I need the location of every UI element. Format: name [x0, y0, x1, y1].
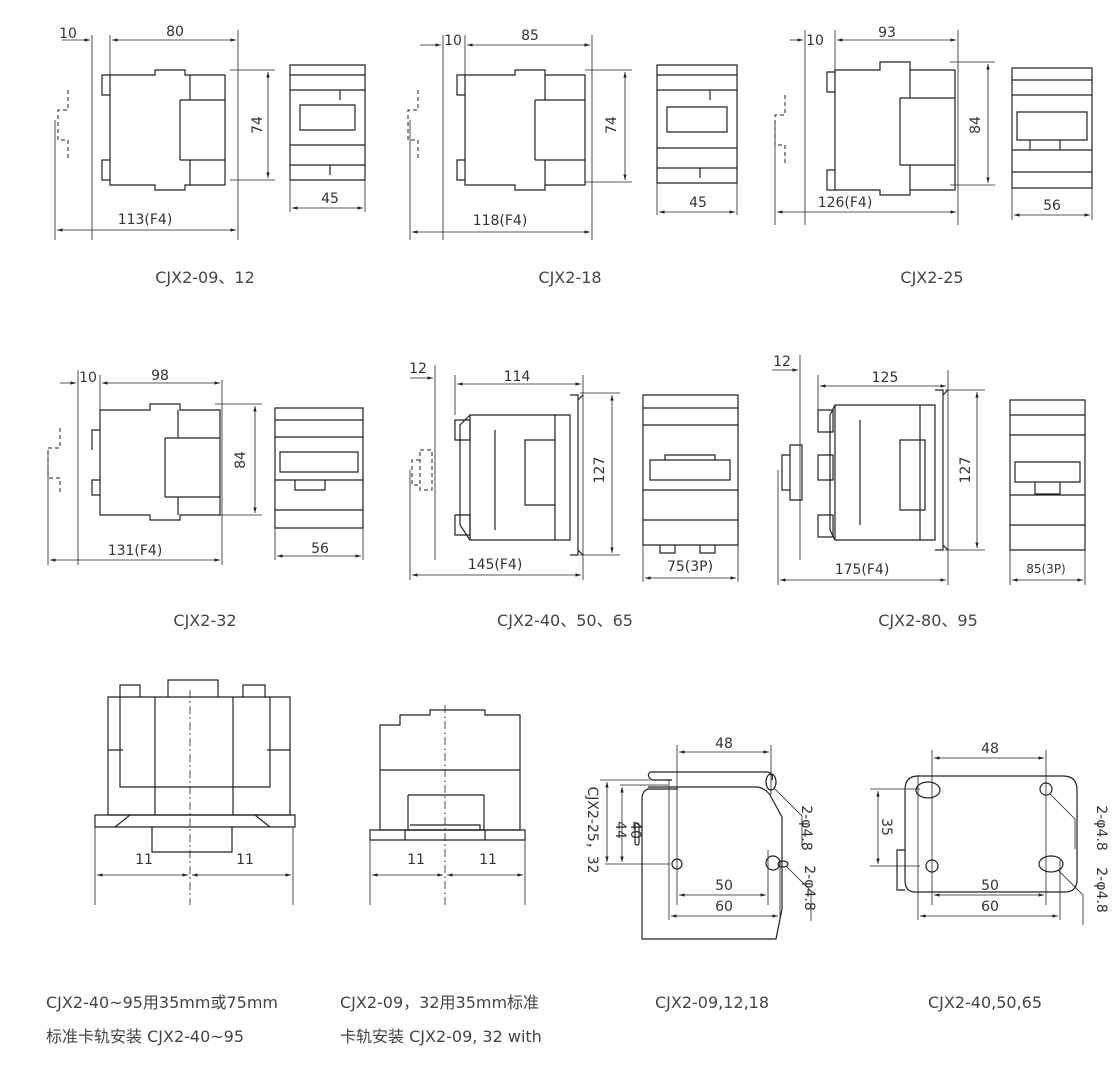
rail-caption-line: 标准卡轨安装 CJX2-40~95: [46, 1027, 244, 1046]
hole-label: 2-φ4.8: [801, 865, 817, 910]
dim-height: 84: [233, 451, 249, 469]
dim-side-width: 45: [321, 191, 339, 207]
dim-50: 50: [981, 878, 999, 894]
dim-depth: 126(F4): [818, 195, 873, 211]
dim-height: 74: [604, 116, 620, 134]
caption: CJX2-09,12,18: [655, 993, 769, 1012]
dim-depth: 131(F4): [108, 543, 163, 559]
dim-35: 35: [878, 818, 894, 836]
dim-right: 11: [479, 852, 497, 868]
drawing-cjx2-18: 10 85 74 45 118(F4) CJX2-18: [407, 28, 738, 287]
dim-offset: 10: [79, 370, 97, 386]
side-label: CJX2-25，32: [584, 786, 600, 873]
dim-side-width: 56: [1043, 198, 1061, 214]
rail-mount-cjx2-09-32: 11 11: [369, 705, 526, 905]
dim-height: 74: [250, 116, 266, 134]
dim-side-width: 75(3P): [667, 559, 713, 575]
caption: CJX2-25: [900, 268, 963, 287]
hole-label: 2-φ4.8: [798, 805, 814, 850]
dim-width: 93: [878, 25, 896, 41]
dim-left: 11: [407, 852, 425, 868]
drawing-cjx2-80-95: 12 125 127 85(3P) 175(F4) CJX2-80、95: [772, 354, 1086, 630]
caption: CJX2-40、50、65: [497, 611, 633, 630]
mounting-bracket-cjx2-40-50-65: 48 35 50 60 2-φ4.8 2-φ4.8 CJX2-40,50,65: [870, 741, 1109, 1012]
mounting-bracket-cjx2-09-12-18: 48 44 40 CJX2-25，32 50 60 2-φ4.8 2-φ4.8 …: [584, 736, 817, 1012]
dim-height: 127: [958, 457, 974, 484]
rail-caption-line: CJX2-40~95用35mm或75mm: [46, 993, 278, 1012]
dim-depth: 175(F4): [835, 562, 890, 578]
dim-depth: 118(F4): [473, 213, 528, 229]
dim-height: 127: [592, 457, 608, 484]
rail-caption-line: CJX2-09，32用35mm标准: [340, 993, 539, 1012]
dim-side-width: 45: [689, 195, 707, 211]
dim-48: 48: [715, 736, 733, 752]
dim-width: 125: [872, 370, 899, 386]
drawing-cjx2-32: 10 98 84 56 131(F4) CJX2-32: [47, 368, 364, 630]
rail-caption-line: 卡轨安装 CJX2-09, 32 with: [340, 1027, 542, 1046]
caption: CJX2-32: [173, 611, 236, 630]
dim-48: 48: [981, 741, 999, 757]
dim-left: 11: [135, 852, 153, 868]
dim-right: 11: [236, 852, 254, 868]
dim-offset: 10: [444, 33, 462, 49]
drawing-cjx2-40-50-65: 12 114 127 75(3P) 145(F4) CJX2-40、50、65: [409, 361, 739, 630]
drawing-cjx2-09-12: 10 80 74 45 113(F4) CJX2-09、12: [54, 24, 366, 287]
dim-offset: 10: [59, 26, 77, 42]
caption: CJX2-09、12: [155, 268, 255, 287]
dim-40: 40: [627, 821, 643, 839]
dim-side-width: 85(3P): [1026, 562, 1066, 576]
drawing-cjx2-25: 10 93 84 56 126(F4) CJX2-25: [774, 25, 1093, 287]
caption: CJX2-18: [538, 268, 601, 287]
dim-offset: 10: [806, 33, 824, 49]
dim-50: 50: [715, 878, 733, 894]
hole-label: 2-φ4.8: [1093, 867, 1109, 912]
caption: CJX2-40,50,65: [928, 993, 1042, 1012]
hole-label: 2-φ4.8: [1093, 805, 1109, 850]
dim-width: 114: [504, 369, 531, 385]
dim-width: 98: [151, 368, 169, 384]
dim-offset: 12: [773, 354, 791, 370]
dim-depth: 145(F4): [468, 557, 523, 573]
dim-44: 44: [612, 821, 628, 839]
dim-width: 80: [166, 24, 184, 40]
dim-depth: 113(F4): [118, 212, 173, 228]
dim-height: 84: [968, 116, 984, 134]
dim-60: 60: [981, 899, 999, 915]
caption: CJX2-80、95: [878, 611, 978, 630]
dim-side-width: 56: [311, 541, 329, 557]
dim-width: 85: [521, 28, 539, 44]
rail-mount-cjx2-40-95: 11 11: [94, 679, 296, 905]
dim-offset: 12: [409, 361, 427, 377]
dim-60: 60: [715, 899, 733, 915]
